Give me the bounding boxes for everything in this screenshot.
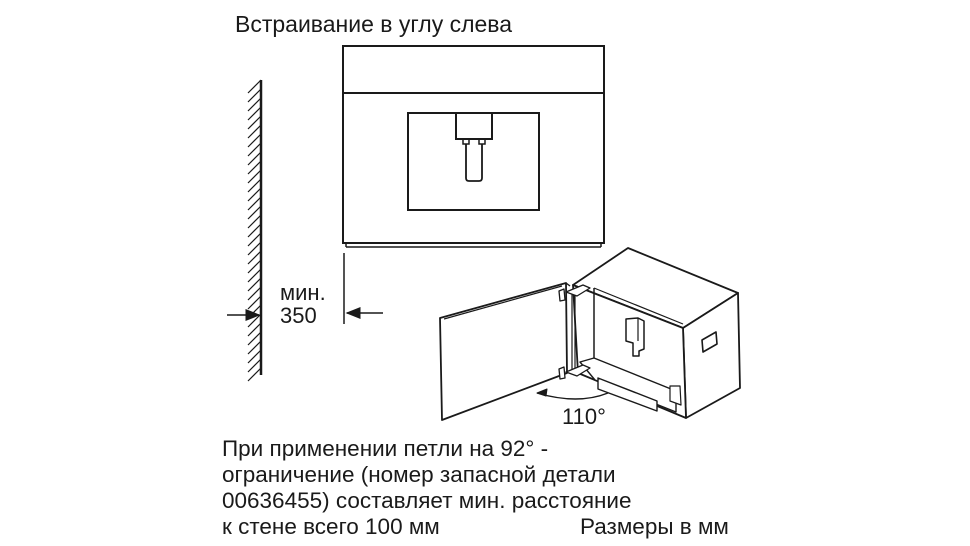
clearance-value: 350 xyxy=(280,303,317,328)
coffee-outlet xyxy=(455,112,493,140)
units-label: Размеры в мм xyxy=(580,514,729,539)
note-line: 00636455) составляет мин. расстояние xyxy=(222,488,632,513)
door-angle-label: 110° xyxy=(562,404,606,429)
note-line: При применении петли на 92° - xyxy=(222,436,549,461)
dimension-arrows xyxy=(227,253,383,324)
appliance-front-view xyxy=(342,45,605,248)
hinge-note: При применении петли на 92° - ограничени… xyxy=(222,436,632,540)
diagram-title: Встраивание в углу слева xyxy=(235,11,513,37)
clearance-label-min: мин. xyxy=(280,280,326,305)
appliance-isometric-open-door xyxy=(439,247,741,421)
note-line: к стене всего 100 мм xyxy=(222,514,440,539)
dispenser-niche xyxy=(407,112,540,211)
wall-hatch xyxy=(247,79,263,382)
note-line: ограничение (номер запасной детали xyxy=(222,462,616,487)
